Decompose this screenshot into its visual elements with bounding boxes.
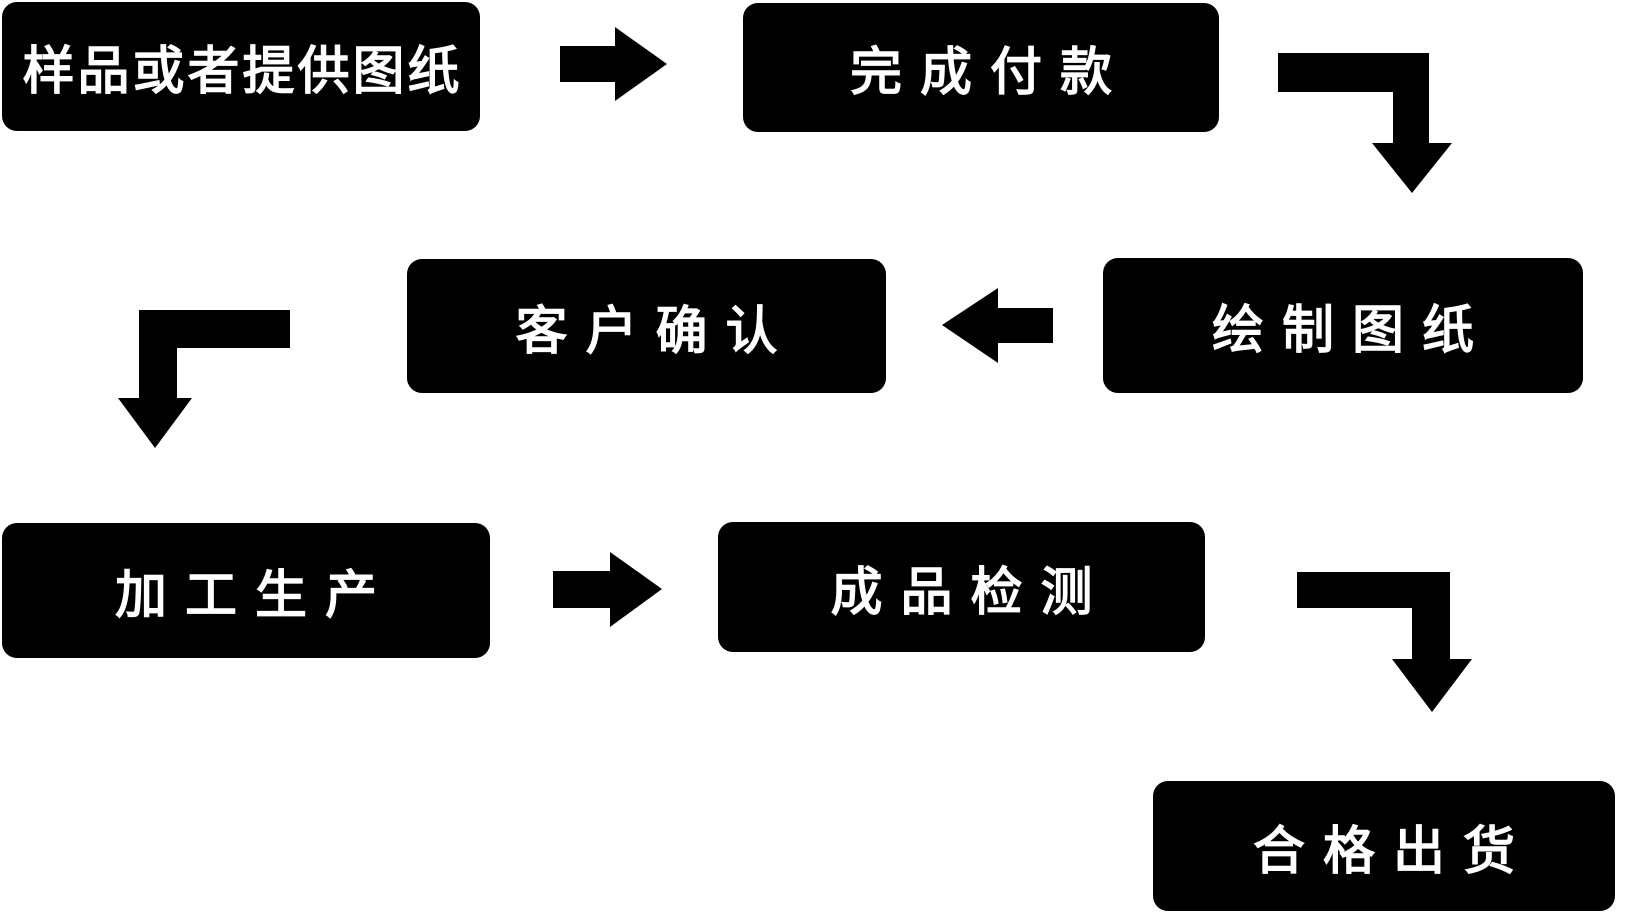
node-sample-or-provide-drawing: 样品或者提供图纸 <box>2 2 480 131</box>
node-label: 合格出货 <box>1252 821 1533 882</box>
node-draw-drawings: 绘制图纸 <box>1103 258 1583 393</box>
node-label: 完成付款 <box>849 43 1130 103</box>
arrow-right-production-to-inspection-icon <box>553 552 662 627</box>
arrow-elbow-confirm-to-production-icon <box>118 310 290 448</box>
node-processing-production: 加工生产 <box>2 523 490 658</box>
arrow-left-drawing-to-confirm-icon <box>942 288 1053 363</box>
node-label: 样品或者提供图纸 <box>22 42 463 102</box>
node-label: 加工生产 <box>114 566 395 626</box>
node-label: 成品检测 <box>830 562 1111 623</box>
node-label: 绘制图纸 <box>1211 301 1492 361</box>
node-label: 客户确认 <box>515 301 796 362</box>
node-finished-product-inspection: 成品检测 <box>718 522 1205 652</box>
node-complete-payment: 完成付款 <box>743 3 1219 132</box>
arrow-elbow-inspection-to-shipment-icon <box>1297 572 1472 712</box>
node-customer-confirm: 客户确认 <box>407 259 886 393</box>
arrow-right-sample-to-payment-icon <box>560 27 667 101</box>
arrow-elbow-payment-to-drawing-icon <box>1278 53 1452 193</box>
node-qualified-shipment: 合格出货 <box>1153 781 1615 911</box>
